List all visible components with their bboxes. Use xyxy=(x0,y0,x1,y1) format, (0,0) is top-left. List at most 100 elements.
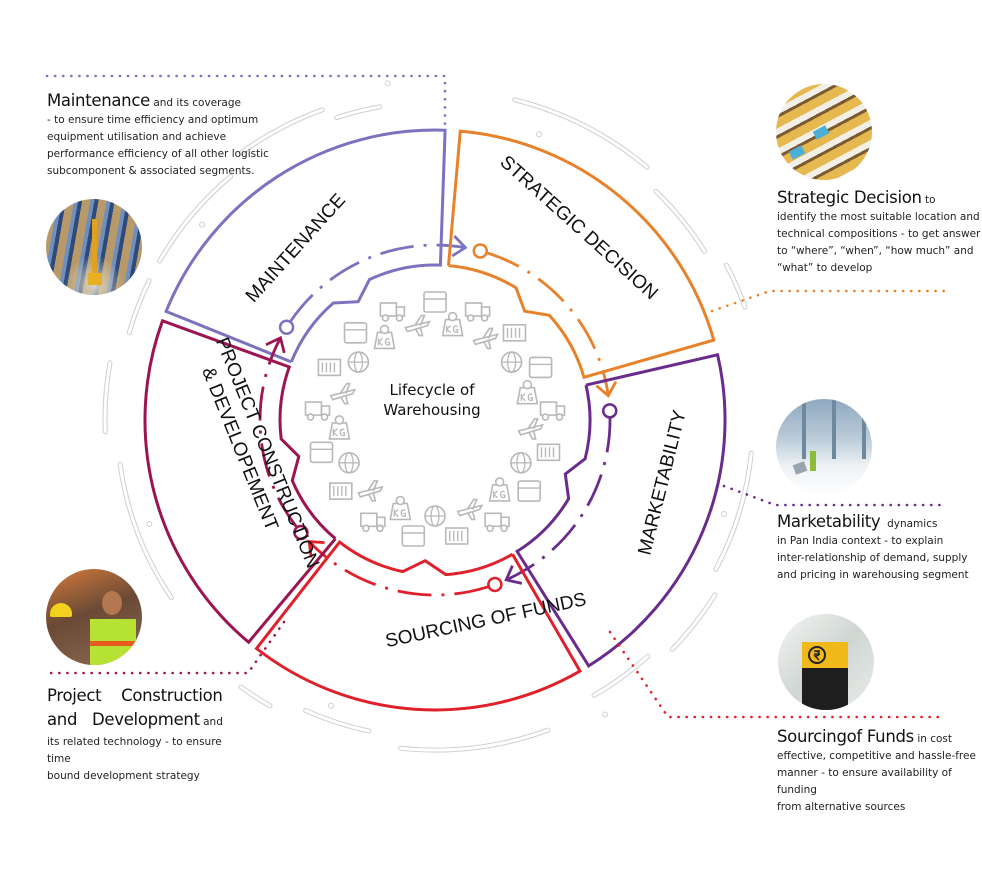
lifecycle-segments xyxy=(143,128,727,712)
truck-icon xyxy=(484,512,510,533)
shield-icon xyxy=(379,302,406,322)
description-line: subcomponent & associated segments. xyxy=(47,165,255,177)
box-icon xyxy=(517,480,542,502)
decorative-dash-inner xyxy=(513,98,649,169)
warehouse-icon xyxy=(404,314,431,337)
globe-icon xyxy=(343,321,368,344)
decorative-dash-inner xyxy=(670,593,717,651)
connector-maintenance xyxy=(45,74,447,126)
description-lead: and its coverage xyxy=(153,97,241,109)
kg-weight-icon xyxy=(328,415,351,440)
decorative-dash-inner xyxy=(103,361,112,433)
decorative-dash-inner xyxy=(714,451,753,571)
globe-icon xyxy=(401,525,426,547)
airplane-icon xyxy=(472,327,499,350)
description-head-line1: Project Construction xyxy=(47,686,223,705)
flow-arrow-icon xyxy=(595,380,618,398)
ship-icon xyxy=(317,358,342,377)
decorative-dash-inner xyxy=(592,654,650,697)
decorative-dot xyxy=(384,80,391,87)
description-line: inter-relationship of demand, supply xyxy=(777,552,968,564)
flow-arc xyxy=(308,540,489,597)
container-icon xyxy=(424,505,446,527)
forklift-mast-icon xyxy=(92,219,97,281)
photo-sourcing xyxy=(778,614,874,710)
decorative-dash-inner xyxy=(239,108,324,155)
flow-start-circle-icon xyxy=(278,319,295,336)
description-head: Sourcingof Funds xyxy=(777,727,914,746)
decorative-dot xyxy=(328,702,335,709)
photo-strategic xyxy=(776,84,872,180)
decorative-dash-inner xyxy=(304,709,371,733)
box-icon xyxy=(309,441,334,464)
container-icon xyxy=(500,351,523,373)
description-line: “what” to develop xyxy=(777,262,873,274)
photo-project xyxy=(46,569,142,665)
shield-icon xyxy=(539,401,566,421)
star-icon xyxy=(338,451,360,474)
segment-project xyxy=(143,318,337,645)
description-line: identify the most suitable location and xyxy=(777,211,980,223)
flow-arc xyxy=(505,418,612,582)
description-line: technical compositions - to get answer xyxy=(777,228,981,240)
decorative-dot xyxy=(199,221,206,228)
dotted-connectors xyxy=(45,74,950,719)
document-icon xyxy=(389,495,412,521)
forklift-icon xyxy=(328,482,353,500)
center-title-line1: Lifecycle of xyxy=(389,381,475,399)
segment-maintenance xyxy=(164,128,468,364)
airplane-icon xyxy=(329,382,357,405)
description-lead: to xyxy=(925,194,936,206)
description-project: Project Construction and Development and… xyxy=(47,684,227,785)
kg-weight-icon xyxy=(488,477,511,502)
flow-arrow-icon xyxy=(307,540,325,558)
decorative-dash-inner xyxy=(399,728,550,752)
description-line: from alternative sources xyxy=(777,801,906,813)
forklift-icon xyxy=(536,443,561,462)
photo-maintenance xyxy=(46,199,142,295)
decorative-dash xyxy=(512,97,650,170)
description-line: manner - to ensure availability of fundi… xyxy=(777,767,952,796)
description-line: and pricing in warehousing segment xyxy=(777,569,969,581)
flow-arc xyxy=(258,337,298,528)
description-lead: in cost xyxy=(917,733,953,745)
document-icon xyxy=(516,379,539,405)
decorative-dash-inner xyxy=(239,685,272,708)
flow-start-circle-icon xyxy=(472,243,489,259)
robot-vehicle-icon xyxy=(812,125,830,140)
segment-outline xyxy=(143,318,337,645)
pillar xyxy=(802,668,848,710)
decorative-dash-inner xyxy=(654,189,707,253)
document-icon xyxy=(373,324,396,350)
description-head: Strategic Decision xyxy=(777,188,922,207)
flow-arrow-icon xyxy=(265,335,286,354)
segment-outline xyxy=(164,128,447,364)
decorative-dashes xyxy=(102,80,754,753)
decorative-dash-inner xyxy=(158,174,233,263)
description-lead: and xyxy=(203,716,223,728)
segment-strategic xyxy=(447,129,716,398)
decorative-dot xyxy=(535,131,542,138)
description-line: to “where”, “when”, “how much” and xyxy=(777,245,974,257)
flow-arrow-icon xyxy=(504,565,523,585)
flow-start-circle-icon xyxy=(602,403,618,419)
decorative-dot xyxy=(602,711,608,718)
warehouse-icon xyxy=(517,418,545,440)
truck-icon xyxy=(464,302,491,322)
decorative-dot xyxy=(146,520,153,527)
segment-marketability xyxy=(504,353,727,668)
hardhat-icon xyxy=(50,603,72,617)
description-line: performance efficiency of all other logi… xyxy=(47,148,269,160)
globe-icon xyxy=(528,356,553,379)
airplane-icon xyxy=(456,498,484,521)
truck-icon xyxy=(304,401,331,421)
flow-start-circle-icon xyxy=(487,576,503,593)
forklift-icon xyxy=(88,273,102,285)
decorative-dot xyxy=(721,510,728,517)
kg-weight-icon xyxy=(441,311,464,337)
description-head: Maintenance xyxy=(47,91,150,110)
segment-sourcing xyxy=(254,539,583,712)
segment-label-project: PROJECT CONSTRUCTION & DEVELOPEMENT xyxy=(197,335,323,572)
description-line: bound development strategy xyxy=(47,770,200,782)
